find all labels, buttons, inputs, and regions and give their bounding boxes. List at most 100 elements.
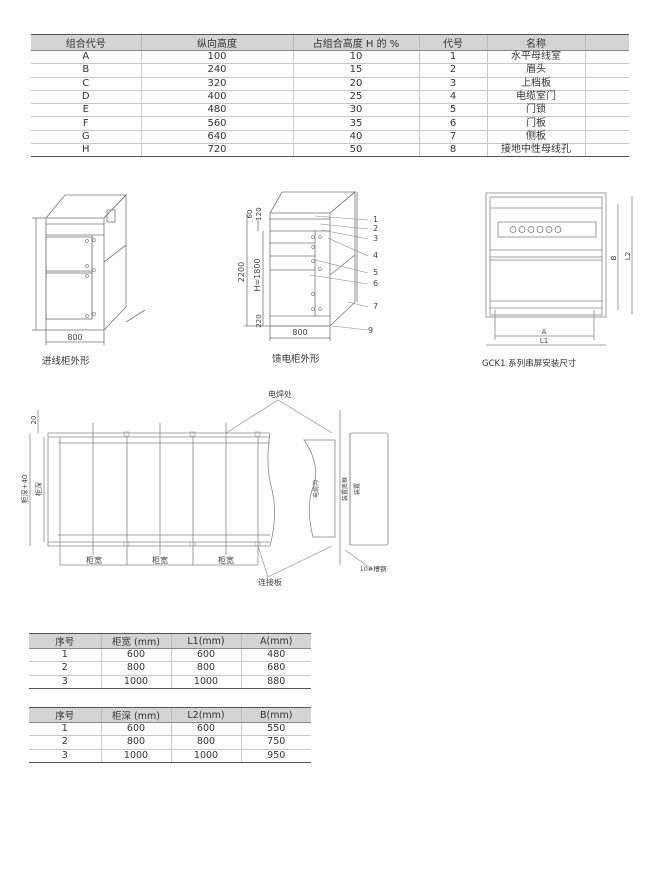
header-cell: L1(mm) — [170, 633, 241, 649]
cell — [584, 130, 629, 145]
cell: 5 — [418, 103, 487, 118]
cell: 600 — [100, 648, 171, 663]
incoming-cabinet-drawing: 800 — [32, 194, 146, 345]
cell: 侧板 — [486, 130, 585, 145]
cell: 720 — [140, 143, 293, 158]
cell: 3 — [29, 749, 101, 763]
header-cell: 纵向高度 — [140, 34, 293, 51]
device-frame-label: 装置底框 — [341, 477, 349, 501]
cell: 600 — [100, 722, 171, 737]
device-label: 装置 — [353, 483, 361, 495]
install-dimension-figure: A L1 B L2 GCK1 系列串屏安装尺寸 — [470, 180, 640, 370]
cell: C — [31, 77, 141, 91]
table-header-row: 组合代号 纵向高度 占组合高度 H 的 % 代号 名称 — [31, 34, 629, 51]
cell: 门锁 — [486, 103, 585, 118]
cell: 40 — [292, 130, 419, 145]
header-cell: A(mm) — [240, 633, 311, 649]
feeder-cabinet-caption: 馈电柜外形 — [272, 354, 320, 365]
cell: 35 — [292, 116, 419, 131]
cell: 600 — [170, 648, 241, 663]
cell: 4 — [418, 90, 487, 105]
width-label-3: 柜宽 — [218, 555, 234, 565]
cell: 550 — [240, 722, 311, 737]
cell: 560 — [140, 116, 293, 131]
trench-label: 电缆沟 — [312, 480, 320, 498]
plan-view-figure: 电焊处 连接板 柜宽 柜宽 柜宽 20 柜深+40 柜深 电缆沟 装置底框 装置… — [10, 385, 400, 595]
table-row: 3 1000 1000 950 — [29, 749, 311, 763]
cell: 6 — [418, 116, 487, 131]
width-label-1: 柜宽 — [86, 555, 102, 565]
callout-5: 5 — [373, 268, 378, 277]
cell: B — [31, 63, 141, 78]
cell: 3 — [29, 675, 101, 689]
table-row: F 560 35 6 门板 — [31, 116, 629, 131]
install-l2-label: L2 — [624, 252, 632, 260]
cell: 1000 — [170, 749, 241, 763]
install-b-label: B — [610, 255, 618, 260]
cell: 1000 — [100, 675, 171, 689]
feeder-cabinet-figure: 1 2 3 4 5 6 7 9 800 2200 H=1800 60 120 2… — [220, 180, 390, 370]
table-row: 2 800 800 750 — [29, 735, 311, 750]
cell: 2 — [29, 661, 101, 676]
callout-6: 6 — [373, 279, 378, 288]
cell: 1 — [29, 722, 101, 737]
cell: D — [31, 90, 141, 105]
header-cell: 柜宽 (mm) — [100, 633, 171, 649]
plan-view-drawing: 电焊处 连接板 柜宽 柜宽 柜宽 20 柜深+40 柜深 电缆沟 装置底框 装置… — [20, 389, 389, 587]
callout-7: 7 — [373, 302, 378, 311]
cell: 1000 — [170, 675, 241, 689]
cell: 7 — [418, 130, 487, 145]
cell — [584, 103, 629, 118]
cell — [584, 77, 629, 91]
table-row: 3 1000 1000 880 — [29, 675, 311, 689]
table-row: G 640 40 7 侧板 — [31, 130, 629, 145]
cell: 950 — [240, 749, 311, 763]
table-row: E 480 30 5 门锁 — [31, 103, 629, 118]
callout-2: 2 — [373, 224, 378, 233]
outer-depth-label: 柜深+40 — [20, 475, 29, 504]
header-cell: 代号 — [418, 34, 487, 51]
feeder-height-label: 2200 — [237, 262, 246, 282]
cell — [584, 50, 629, 65]
table-row: C 320 20 3 上档板 — [31, 77, 629, 91]
cell: 100 — [140, 50, 293, 65]
header-cell: 名称 — [486, 34, 585, 51]
cell: 50 — [292, 143, 419, 158]
incoming-cabinet-caption: 进线柜外形 — [42, 356, 90, 367]
cell — [584, 63, 629, 78]
cell: 800 — [170, 735, 241, 750]
callout-4: 4 — [373, 251, 378, 260]
cell: 10 — [292, 50, 419, 65]
cell — [584, 143, 629, 158]
cell: 600 — [170, 722, 241, 737]
header-cell: 序号 — [29, 707, 101, 723]
table-header-row: 序号 柜宽 (mm) L1(mm) A(mm) — [29, 633, 311, 649]
inner-depth-label: 柜深 — [34, 482, 43, 496]
connector-label: 连接板 — [258, 577, 282, 587]
table-row: D 400 25 4 电缆室门 — [31, 90, 629, 105]
cell: 眉头 — [486, 63, 585, 78]
cell: 800 — [170, 661, 241, 676]
cell: E — [31, 103, 141, 118]
header-cell: L2(mm) — [170, 707, 241, 723]
header-cell: 序号 — [29, 633, 101, 649]
table-row: 1 600 600 550 — [29, 722, 311, 737]
install-caption: GCK1 系列串屏安装尺寸 — [482, 359, 577, 369]
cell — [584, 116, 629, 131]
cell: 750 — [240, 735, 311, 750]
table-row: 1 600 600 480 — [29, 648, 311, 663]
callout-9: 9 — [368, 326, 373, 335]
cell: 接地中性母线孔 — [486, 143, 585, 158]
cell: 水平母线室 — [486, 50, 585, 65]
cell: 8 — [418, 143, 487, 158]
cell: 2 — [29, 735, 101, 750]
feeder-width-label: 800 — [292, 328, 307, 337]
top-offset-label: 20 — [30, 416, 38, 425]
cell: 1 — [418, 50, 487, 65]
width-table: 序号 柜宽 (mm) L1(mm) A(mm) 1 600 600 480 2 … — [29, 633, 311, 689]
incoming-cabinet-figure: 800 进线柜外形 — [20, 180, 220, 370]
cell: F — [31, 116, 141, 131]
weld-label: 电焊处 — [268, 389, 292, 399]
cell: G — [31, 130, 141, 145]
table-row: H 720 50 8 接地中性母线孔 — [31, 143, 629, 158]
